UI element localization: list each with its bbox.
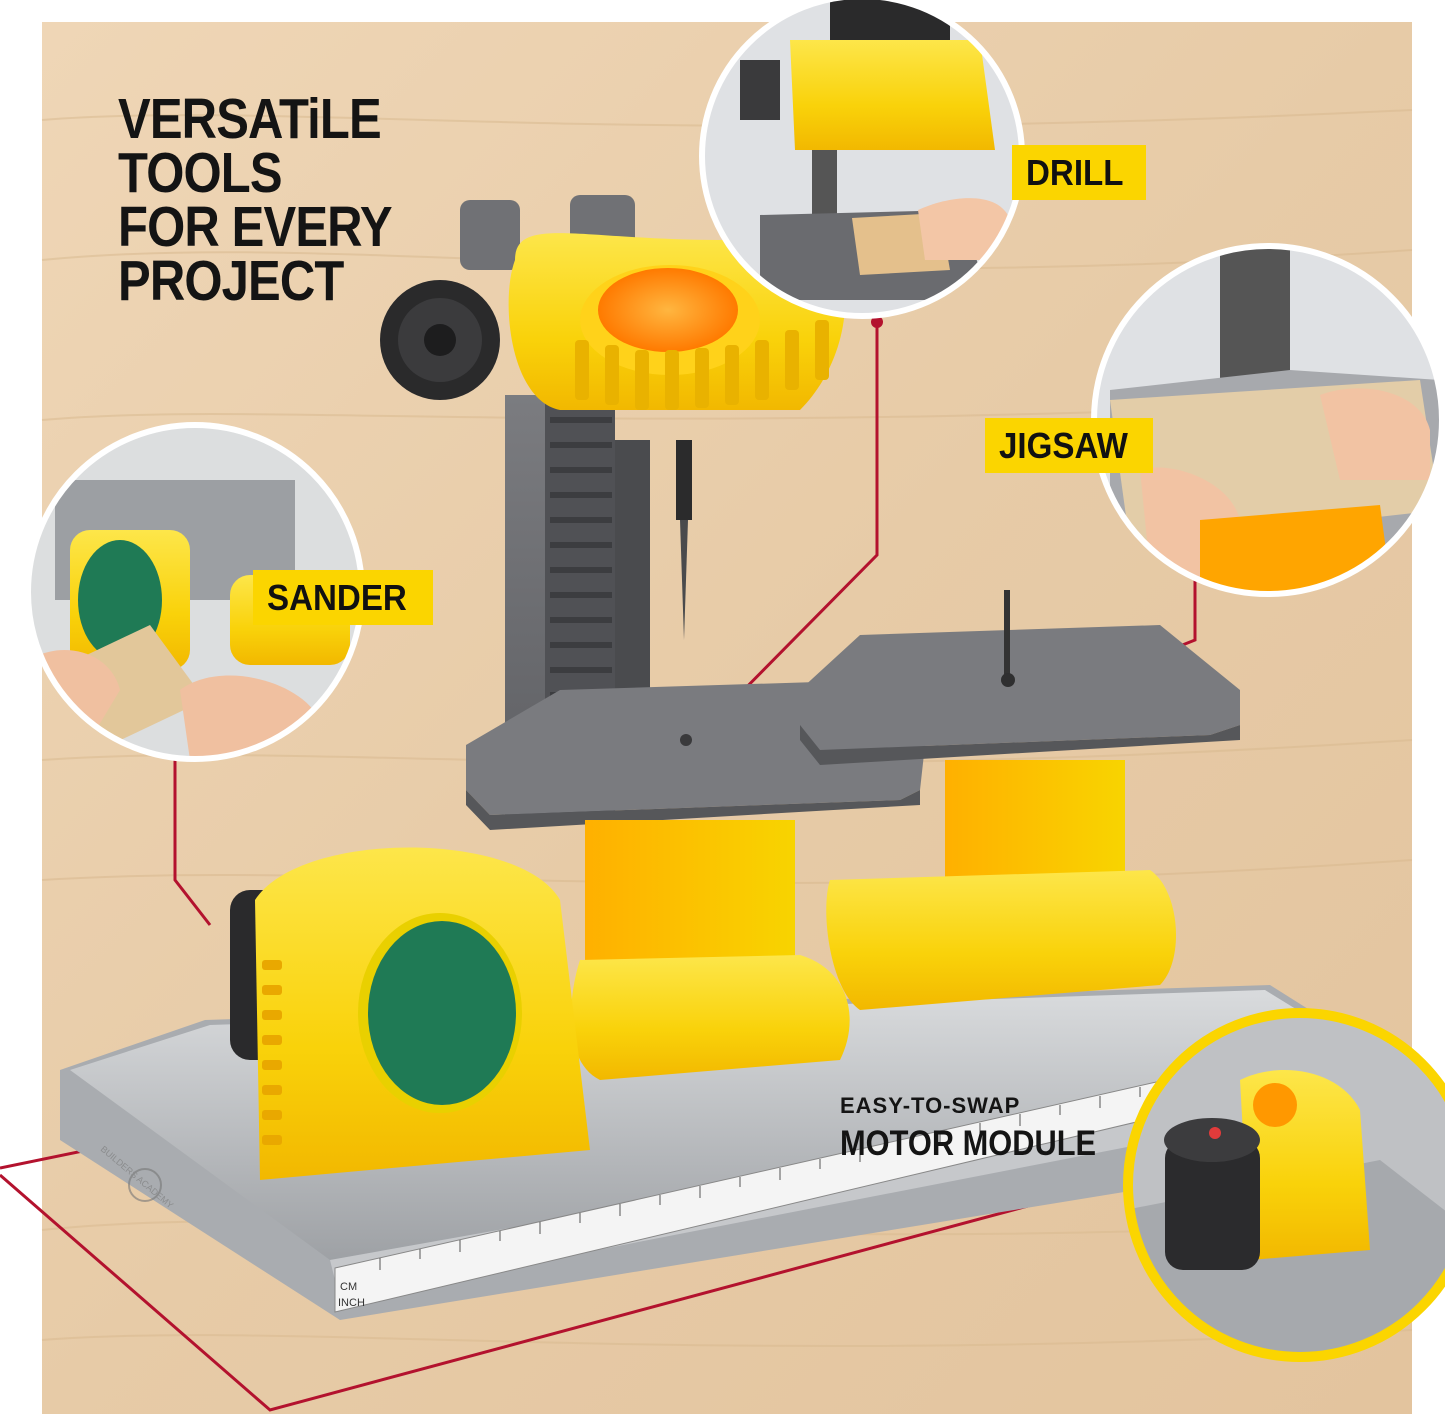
drill-tag-label: DRILL [1026,152,1124,193]
motor-subtitle: EASY-TO-SWAP [840,1093,1021,1118]
headline: VERSATiLE TOOLS FOR EVERY PROJECT [118,87,393,313]
jigsaw-table [800,590,1240,1010]
drill-inset [699,0,1025,319]
drill-tag: DRILL [1012,145,1146,200]
headline-line-1: VERSATiLE [118,87,382,151]
headline-line-2: TOOLS [118,141,283,205]
jigsaw-tag-label: JIGSAW [999,425,1128,466]
motor-leader-line [0,1163,1181,1412]
sander-leader-line [173,733,212,926]
sander-tag-label: SANDER [267,577,407,618]
ruler-inch-label: INCH [338,1297,365,1309]
drill-leader-line [720,322,879,714]
sander-unit [230,847,590,1180]
ruler-ticks [379,1087,1141,1270]
sander-tag: SANDER [253,570,434,625]
headline-line-3: FOR EVERY [118,195,393,259]
motor-inset [1123,1008,1445,1362]
motor-title: MOTOR MODULE [840,1124,1097,1163]
headline-line-4: PROJECT [118,249,344,313]
ruler-cm-label: CM [340,1281,357,1293]
jigsaw-tag: JIGSAW [985,418,1154,473]
jigsaw-inset [1091,243,1445,597]
